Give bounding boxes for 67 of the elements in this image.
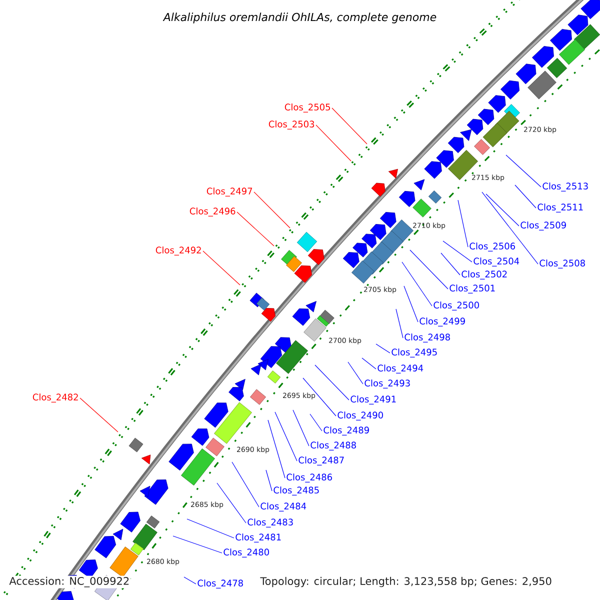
leader-line — [482, 192, 538, 264]
gene-label: Clos_2483 — [248, 518, 293, 528]
gene-label: Clos_2486 — [286, 474, 332, 482]
leader-line — [404, 286, 418, 322]
leader-line — [268, 420, 286, 478]
leader-line — [80, 398, 118, 432]
leader-line — [348, 362, 364, 384]
leader-line — [266, 470, 272, 492]
gene-label: Clos_2498 — [404, 334, 450, 342]
leader-line — [362, 358, 376, 370]
gene-label: Clos_2505 — [284, 104, 330, 112]
gene-label: Clos_2506 — [470, 242, 516, 252]
gene-label: Clos_2487 — [298, 456, 344, 466]
leader-line — [506, 154, 542, 188]
info-text: Topology: circular; Length: 3,123,558 bp; Genes: 2,950 — [259, 576, 553, 588]
gene-label: Clos_2511 — [538, 204, 583, 212]
gene-label: Clos_2493 — [364, 380, 410, 388]
gene-label: Clos_2488 — [310, 442, 356, 450]
leader-line — [410, 250, 448, 290]
gene-label: Clos_2503 — [268, 120, 314, 130]
leader-line — [442, 240, 472, 262]
leader-line — [202, 250, 240, 286]
leader-line — [274, 412, 298, 462]
leader-line — [440, 252, 460, 276]
gene-label: Clos_2490 — [338, 412, 383, 420]
gene-label: Clos_2500 — [434, 302, 479, 310]
gene-label: Clos_2478 — [198, 580, 243, 588]
leader-line — [236, 212, 274, 246]
leader-line — [184, 576, 196, 584]
leader-line — [514, 184, 536, 208]
gene-label: Clos_2491 — [350, 396, 396, 404]
leader-line — [332, 108, 368, 144]
gene-label: Clos_2494 — [378, 364, 424, 374]
leader-line — [310, 414, 322, 432]
leader-line — [254, 192, 290, 228]
gene-label: Clos_2499 — [420, 318, 465, 326]
leader-line — [458, 200, 468, 248]
leader-line — [302, 378, 336, 416]
gene-label: Clos_2508 — [540, 260, 585, 268]
gene-label: Clos_2484 — [260, 502, 306, 512]
gene-label: Clos_2513 — [542, 182, 588, 192]
gene-label: Clos_2492 — [156, 246, 201, 256]
leader-line — [402, 262, 432, 306]
gene-label: Clos_2501 — [450, 284, 495, 294]
gene-label: Clos_2482 — [32, 394, 78, 402]
gene-label: Clos_2485 — [274, 486, 319, 496]
leader-line — [216, 482, 246, 524]
gene-label: Clos_2509 — [520, 222, 566, 230]
leader-line — [172, 536, 222, 554]
gene-label: Clos_2480 — [224, 548, 269, 558]
title: Alkaliphilus oremlandii OhILAs, complete genome — [162, 12, 436, 24]
leader-line — [314, 364, 350, 400]
gene-label: Clos_2502 — [462, 270, 507, 280]
leader-line — [292, 410, 310, 446]
leader-line — [376, 344, 390, 354]
leader-line — [486, 194, 520, 226]
gene-label: Clos_2497 — [206, 188, 252, 196]
gene-label: Clos_2481 — [236, 534, 281, 542]
gene-label: Clos_2495 — [392, 348, 437, 358]
info-text: Accession: NC_009922 — [8, 576, 131, 588]
leader-line — [316, 124, 352, 162]
gene-label: Clos_2504 — [474, 258, 520, 266]
leader-line — [186, 518, 234, 538]
leader-line — [232, 462, 260, 508]
leader-line — [396, 308, 404, 338]
gene-label: Clos_2496 — [190, 208, 236, 216]
gene-label: Clos_2489 — [324, 426, 369, 436]
